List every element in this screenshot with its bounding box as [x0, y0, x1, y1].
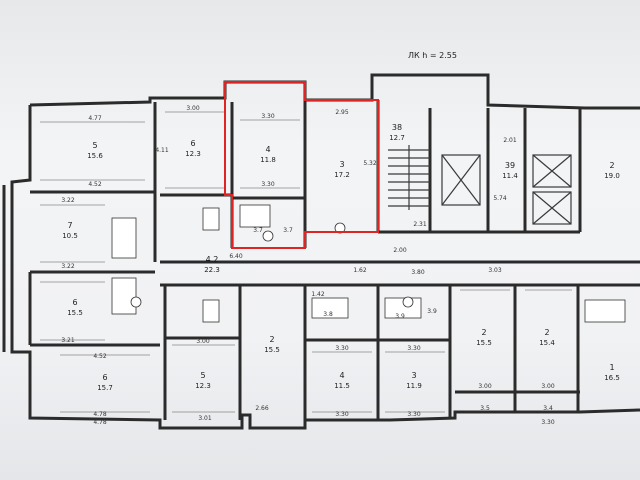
dimension: 3.22 [61, 263, 75, 270]
room-number: 6 [190, 139, 195, 148]
interior-walls [28, 100, 640, 420]
room-area: 11.9 [406, 382, 422, 390]
room-number: 4 [265, 145, 270, 154]
elevator-shafts [441, 154, 572, 225]
dimension: 3.80 [411, 269, 425, 276]
room-number: 2 [609, 161, 614, 170]
dimension: 2.31 [413, 221, 427, 228]
small-area: 3.9 [395, 313, 405, 320]
dimension: 4.78 [93, 419, 107, 426]
dimension: 3.00 [478, 383, 492, 390]
room-number: 6 [102, 373, 107, 382]
room-area: 17.2 [334, 171, 350, 179]
dimension: 6.40 [229, 253, 243, 260]
dimension: 5.32 [363, 160, 377, 167]
dimension: 3.01 [198, 415, 212, 422]
dimension: 4.52 [93, 353, 107, 360]
dimension: 2.01 [503, 137, 517, 144]
dimension-labels: 4.77 3.00 3.30 2.95 4.52 3.22 3.22 3.21 … [61, 105, 555, 426]
room-number: 2 [269, 335, 274, 344]
dimension: 4.52 [88, 181, 102, 188]
dimension: 4.77 [88, 115, 102, 122]
small-area: 3.9 [427, 308, 437, 315]
room-area: 11.5 [334, 382, 350, 390]
room-number: 5 [200, 371, 205, 380]
room-number: 3 [339, 160, 344, 169]
dimension: 3.22 [61, 197, 75, 204]
room-number: 2 [481, 328, 486, 337]
room-number: 7 [67, 221, 72, 230]
room-area: 15.5 [264, 346, 280, 354]
exterior-walls [2, 73, 640, 430]
staircase [388, 145, 430, 210]
room-area: 12.3 [195, 382, 211, 390]
room-area: 11.8 [260, 156, 276, 164]
dimension: 3.00 [196, 338, 210, 345]
room-number: 5 [92, 141, 97, 150]
dimension: 3.21 [61, 337, 75, 344]
dimension: 4.11 [155, 147, 169, 154]
dimension: 3.30 [261, 181, 275, 188]
room-area: 15.7 [97, 384, 113, 392]
small-area: 3.8 [323, 311, 333, 318]
room-area: 16.5 [604, 374, 620, 382]
room-area: 12.3 [185, 150, 201, 158]
small-area: 3.7 [283, 227, 293, 234]
dimension: 3.30 [541, 419, 555, 426]
dimension: 5.74 [493, 195, 507, 202]
dimension: 3.03 [488, 267, 502, 274]
room-number: 3 [411, 371, 416, 380]
dimension: 4.78 [93, 411, 107, 418]
room-number: 38 [392, 123, 402, 132]
room-area: 12.7 [389, 134, 405, 142]
room-area: 15.5 [67, 309, 83, 317]
dimension: 3.30 [407, 345, 421, 352]
dimension: 1.42 [311, 291, 325, 298]
room-area: 15.5 [476, 339, 492, 347]
dimension: 2.95 [335, 109, 349, 116]
dimension: 2.00 [393, 247, 407, 254]
dimension: 3.30 [407, 411, 421, 418]
room-labels: 5 15.6 6 12.3 4 11.8 3 17.2 7 10.5 6 15.… [62, 123, 620, 392]
small-area: 3.5 [480, 405, 490, 412]
small-labels: 3.7 3.7 3.5 3.4 3.9 3.8 3.9 [253, 227, 553, 412]
dimension: 3.30 [335, 411, 349, 418]
highlighted-unit-outline [224, 81, 379, 249]
dimension: 3.00 [541, 383, 555, 390]
room-area: 11.4 [502, 172, 518, 180]
small-area: 3.4 [543, 405, 553, 412]
room-number: 39 [505, 161, 515, 170]
details [40, 111, 626, 413]
dimension: 2.66 [255, 405, 269, 412]
room-number: 2 [544, 328, 549, 337]
dimension: 3.30 [335, 345, 349, 352]
room-number: 1 [609, 363, 614, 372]
room-area: 10.5 [62, 232, 78, 240]
dimension: 1.62 [353, 267, 367, 274]
room-number: 4.2 [206, 255, 219, 264]
room-area: 15.4 [539, 339, 555, 347]
room-area: 22.3 [204, 266, 220, 274]
dimension: 3.00 [186, 105, 200, 112]
room-number: 6 [72, 298, 77, 307]
level-label: ЛК h = 2.55 [408, 51, 457, 60]
small-area: 3.7 [253, 227, 263, 234]
dimension: 3.30 [261, 113, 275, 120]
room-area: 15.6 [87, 152, 103, 160]
room-number: 4 [339, 371, 344, 380]
room-area: 19.0 [604, 172, 620, 180]
